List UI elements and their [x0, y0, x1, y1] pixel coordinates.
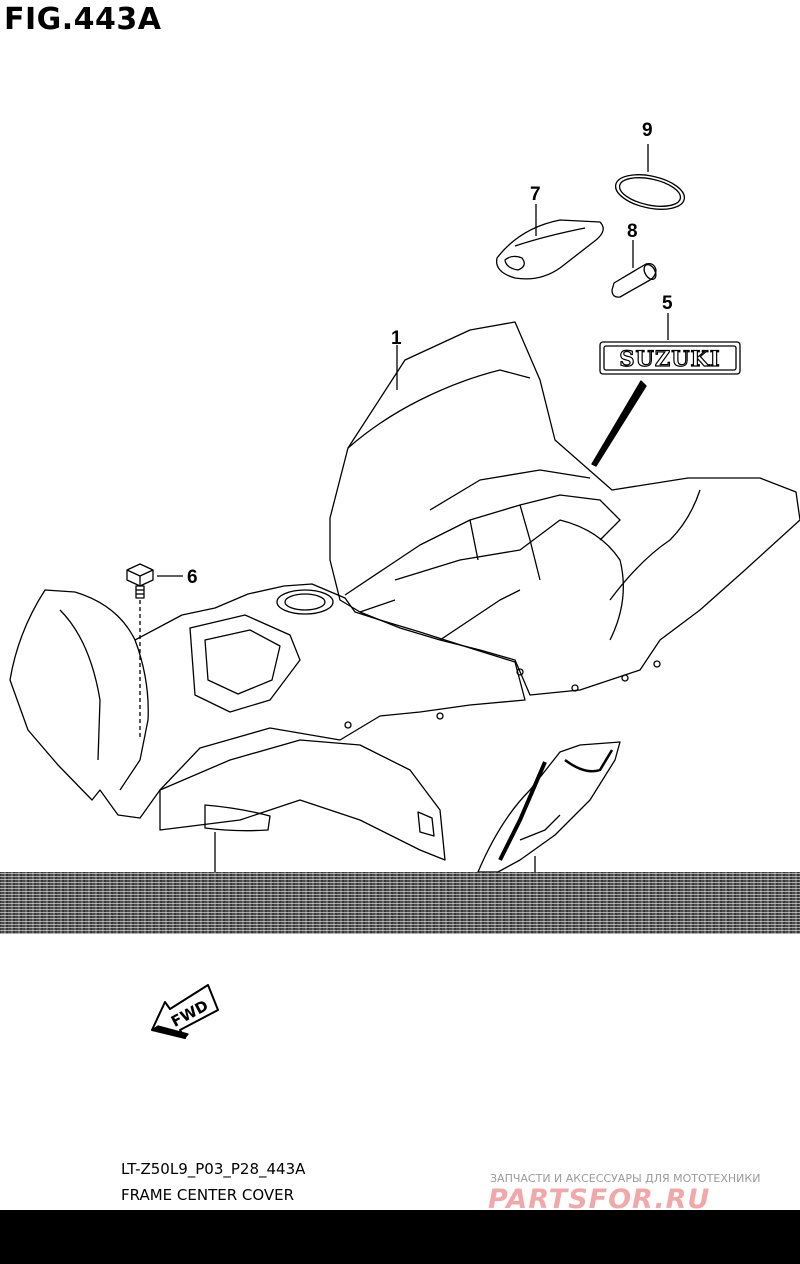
watermark-tagline: ЗАПЧАСТИ И АКСЕССУАРЫ ДЛЯ МОТОТЕХНИКИ — [490, 1172, 761, 1185]
part-8-collar[interactable] — [611, 262, 658, 298]
part-5-emblem[interactable] — [599, 341, 741, 375]
figure-caption: FRAME CENTER COVER — [121, 1186, 295, 1204]
callout-7: 7 — [530, 184, 541, 205]
part-7-pad[interactable] — [495, 219, 604, 280]
emblem-pointer — [591, 380, 647, 467]
part-1-rear-fender[interactable] — [329, 321, 800, 696]
front-fender-cover[interactable] — [9, 583, 526, 861]
fwd-arrow-icon — [151, 984, 219, 1039]
side-decal[interactable] — [477, 741, 621, 873]
watermark-brand[interactable]: PARTSFOR.RU — [488, 1184, 711, 1215]
bottom-black-bar — [0, 1210, 800, 1264]
scan-noise-band — [0, 872, 800, 934]
part-6-bolt[interactable] — [126, 563, 154, 599]
callout-1: 1 — [391, 328, 402, 349]
figure-code: LT-Z50L9_P03_P28_443A — [121, 1160, 306, 1178]
callout-5: 5 — [662, 293, 673, 314]
part-9-o-ring[interactable] — [612, 169, 687, 215]
callout-8: 8 — [627, 221, 638, 242]
emblem-text: SUZUKI — [619, 346, 720, 371]
callout-6: 6 — [187, 567, 198, 588]
figure-title: FIG.443A — [4, 2, 162, 37]
callout-9: 9 — [642, 120, 653, 141]
